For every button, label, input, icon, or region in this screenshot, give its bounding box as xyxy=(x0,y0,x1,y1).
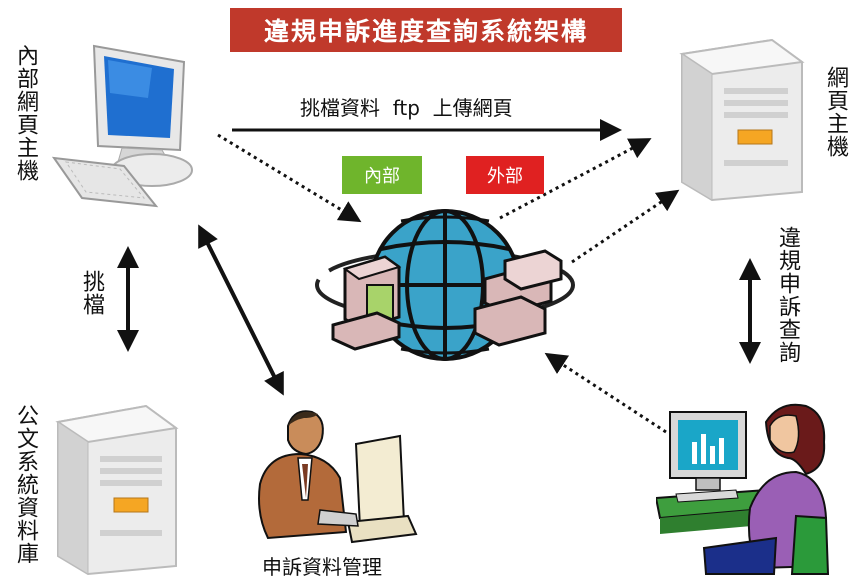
server-tower-icon xyxy=(679,38,805,202)
web-host-label: 網頁主機 xyxy=(823,66,848,158)
network-to-web-arrow-2 xyxy=(571,189,680,264)
user-to-network-arrow xyxy=(544,352,667,434)
external-badge: 外部 xyxy=(466,156,544,194)
man-at-computer-icon xyxy=(258,410,418,544)
internal-host-label: 內部網頁主機 xyxy=(13,44,38,182)
appeal-data-mgmt-label: 申訴資料管理 xyxy=(262,555,382,579)
diagram-title: 違規申訴進度查詢系統架構 xyxy=(230,8,622,52)
globe-network-icon xyxy=(315,209,575,361)
woman-at-computer-icon xyxy=(656,403,830,575)
pick-file-label: 挑檔 xyxy=(79,270,104,316)
ftp-upload-label: 挑檔資料 ftp 上傳網頁 xyxy=(300,96,513,120)
server-tower-icon xyxy=(55,404,179,576)
manager-link-arrow xyxy=(198,224,284,396)
appeal-query-label: 違規申訴查詢 xyxy=(775,226,800,364)
internal-badge: 內部 xyxy=(342,156,422,194)
desktop-computer-icon xyxy=(52,44,193,208)
archive-db-label: 公文系統資料庫 xyxy=(13,404,38,565)
